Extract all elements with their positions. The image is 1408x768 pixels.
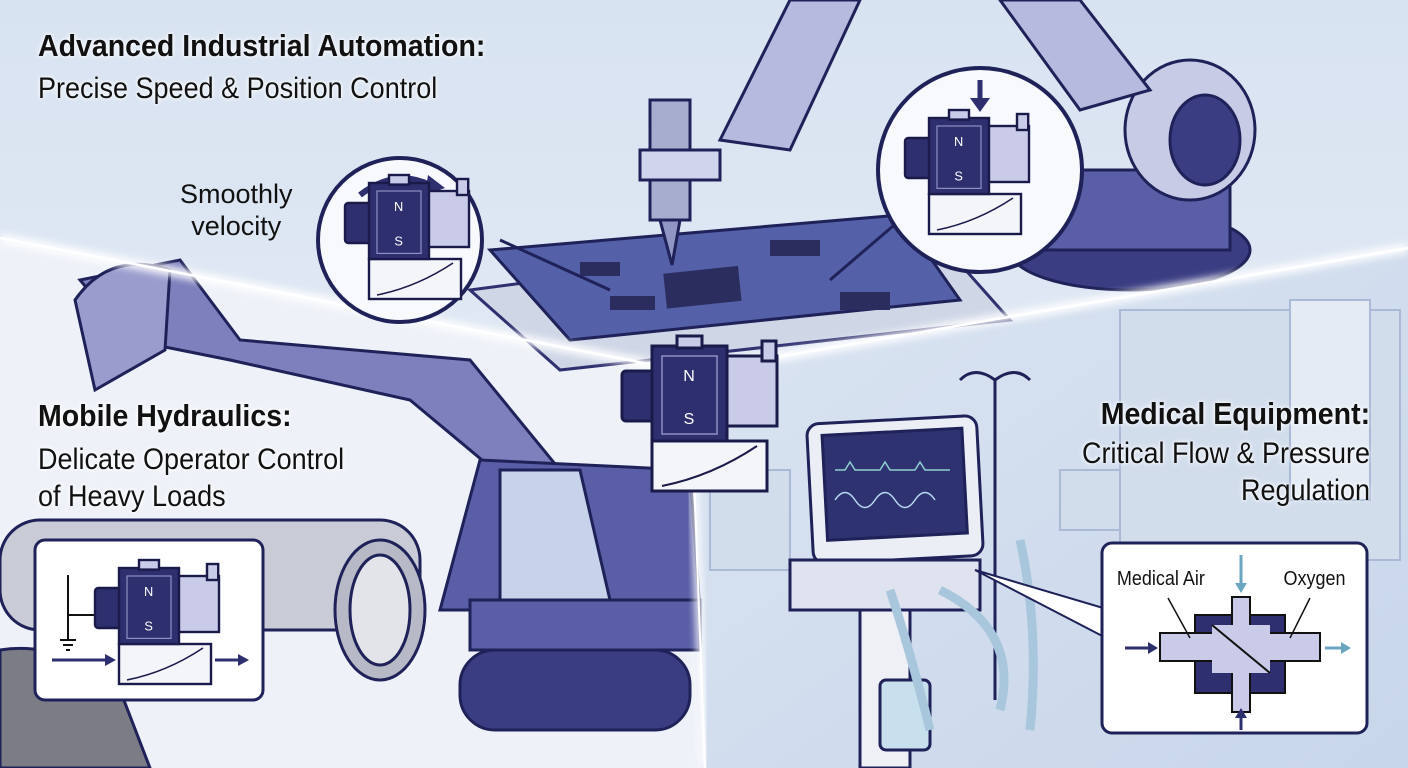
medical-heading: Medical Equipment: (1100, 396, 1370, 431)
valve-south-label: S (684, 411, 695, 428)
hydraulics-subheading-line1: Delicate Operator Control (38, 443, 345, 476)
speed-label-line2: velocity (191, 211, 282, 242)
speed-callout-label: Smoothly velocity (180, 178, 293, 243)
valve-south-label: S (954, 168, 963, 183)
medical-air-label: Medical Air (1116, 568, 1205, 590)
arrow-icon (970, 98, 990, 112)
valve-north-label: N (144, 584, 153, 599)
valve-north-label: N (954, 134, 963, 149)
industrial-subheading: Precise Speed & Position Control (38, 72, 438, 105)
position-valve-icon: NS (903, 108, 1031, 236)
valve-south-label: S (394, 233, 403, 248)
circuit-board-platform (466, 213, 1014, 372)
medical-subheading-line2: Regulation (1240, 474, 1370, 507)
hydraulic-valve-icon: NS (93, 558, 221, 686)
hospital-room (709, 299, 1401, 571)
center-valve-icon: NS (620, 334, 779, 493)
ventilator-icon (788, 371, 1038, 768)
speed-label-line1: Smoothly (180, 179, 293, 209)
valve-north-label: N (683, 368, 695, 385)
hydraulics-subheading-line2: of Heavy Loads (38, 480, 226, 513)
medical-subheading-line1: Critical Flow & Pressure (1081, 437, 1370, 470)
medical-flow-diagram (974, 541, 1369, 735)
oxygen-label: Oxygen (1283, 568, 1346, 590)
industrial-heading: Advanced Industrial Automation: (38, 28, 486, 63)
valve-north-label: N (394, 199, 403, 214)
speed-valve-icon: NS (343, 173, 471, 301)
medical-heading-block: Medical Equipment: Critical Flow & Press… (1050, 398, 1370, 506)
hydraulics-heading: Mobile Hydraulics: (38, 398, 292, 433)
valve-south-label: S (144, 618, 153, 633)
